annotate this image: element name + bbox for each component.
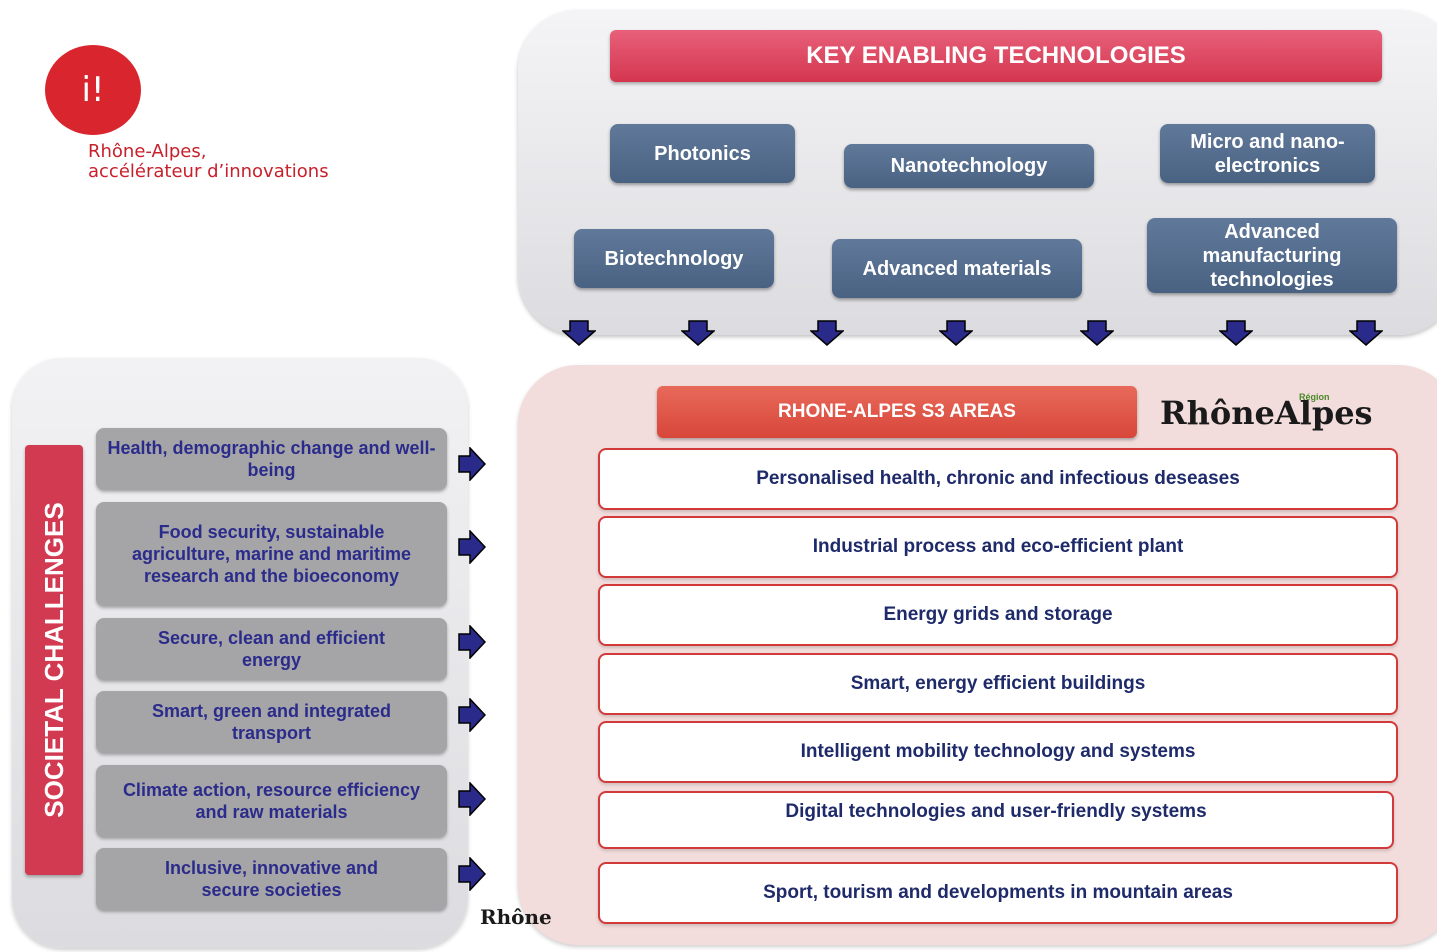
societal-title: SOCIETAL CHALLENGES bbox=[39, 502, 69, 818]
down-arrow-icon bbox=[1219, 320, 1253, 346]
partial-logo-text: Rhône bbox=[480, 905, 552, 929]
down-arrow-icon bbox=[562, 320, 596, 346]
right-arrow-icon bbox=[458, 625, 486, 659]
societal-title-bar bbox=[25, 445, 83, 875]
s3-area-sport-tourism: Sport, tourism and developments in mount… bbox=[598, 862, 1398, 924]
right-arrow-icon bbox=[458, 857, 486, 891]
logo-caption-line1: Rhône-Alpes, bbox=[88, 141, 207, 162]
tech-nanotechnology: Nanotechnology bbox=[844, 144, 1094, 188]
challenge-energy: Secure, clean and efficient energy bbox=[96, 618, 447, 680]
logo-glyph: i! bbox=[81, 70, 105, 110]
down-arrow-icon bbox=[939, 320, 973, 346]
down-arrow-icon bbox=[1080, 320, 1114, 346]
down-arrow-icon bbox=[681, 320, 715, 346]
s3-area-health: Personalised health, chronic and infecti… bbox=[598, 448, 1398, 510]
region-logo-text: RhôneAlpes bbox=[1160, 394, 1373, 432]
challenge-food-security: Food security, sustainable agriculture, … bbox=[96, 502, 447, 606]
logo-caption-line2: accélérateur d’innovations bbox=[88, 161, 329, 182]
s3-area-energy-grids: Energy grids and storage bbox=[598, 584, 1398, 646]
tech-advanced-materials: Advanced materials bbox=[832, 239, 1082, 298]
right-arrow-icon bbox=[458, 782, 486, 816]
challenge-transport: Smart, green and integrated transport bbox=[96, 691, 447, 753]
region-logo-small-text: Région bbox=[1299, 392, 1330, 402]
tech-advanced-manufacturing: Advanced manufacturing technologies bbox=[1147, 218, 1397, 293]
right-arrow-icon bbox=[458, 447, 486, 481]
down-arrow-icon bbox=[1349, 320, 1383, 346]
challenge-health: Health, demographic change and well-bein… bbox=[96, 428, 447, 490]
tech-biotechnology: Biotechnology bbox=[574, 229, 774, 288]
tech-photonics: Photonics bbox=[610, 124, 795, 183]
rhone-alpes-region-logo: RhôneAlpes Région bbox=[1160, 392, 1373, 436]
right-arrow-icon bbox=[458, 530, 486, 564]
region-logo-circle: i! bbox=[45, 45, 141, 135]
down-arrow-icon bbox=[810, 320, 844, 346]
challenge-societies: Inclusive, innovative and secure societi… bbox=[96, 848, 447, 910]
tech-micro-nano-electronics: Micro and nano-electronics bbox=[1160, 124, 1375, 183]
s3-area-industrial: Industrial process and eco-efficient pla… bbox=[598, 516, 1398, 578]
s3-area-digital: Digital technologies and user-friendly s… bbox=[598, 791, 1394, 849]
s3-area-buildings: Smart, energy efficient buildings bbox=[598, 653, 1398, 715]
key-enabling-title: KEY ENABLING TECHNOLOGIES bbox=[610, 30, 1382, 82]
logo-caption: Rhône-Alpes, accélérateur d’innovations bbox=[88, 142, 329, 182]
s3-area-mobility: Intelligent mobility technology and syst… bbox=[598, 721, 1398, 783]
challenge-climate: Climate action, resource efficiency and … bbox=[96, 765, 447, 837]
s3-areas-title: RHONE-ALPES S3 AREAS bbox=[657, 386, 1137, 438]
right-arrow-icon bbox=[458, 698, 486, 732]
